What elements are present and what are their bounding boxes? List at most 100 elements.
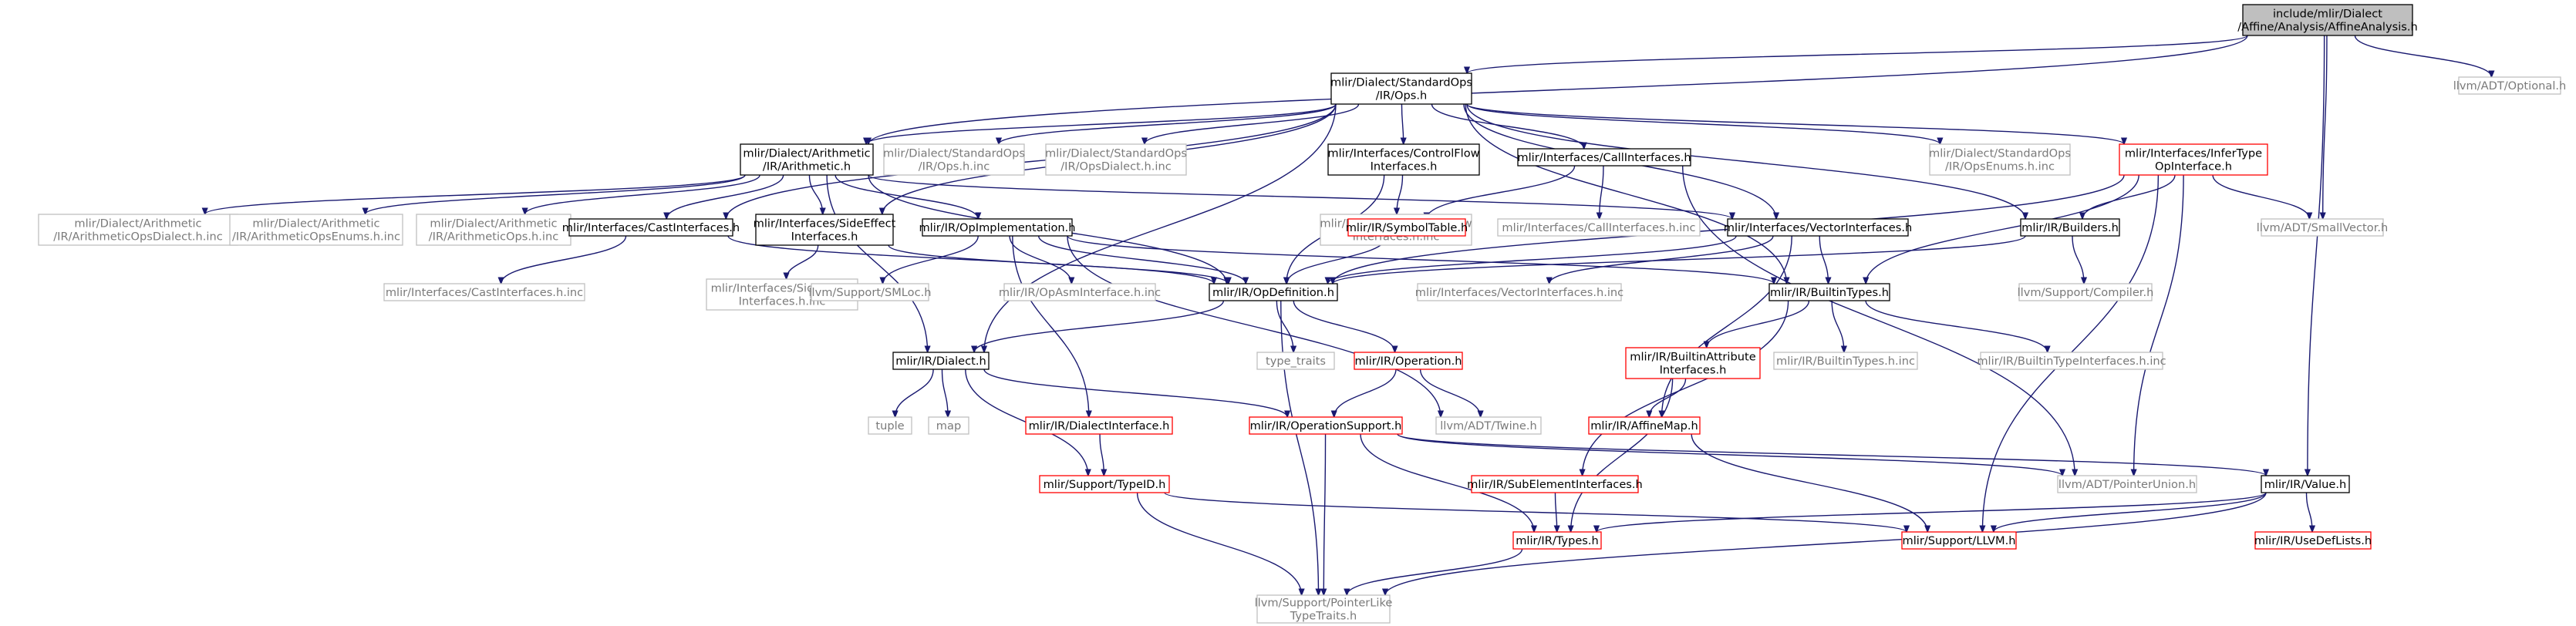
header-node-opdef[interactable]: mlir/IR/OpDefinition.h [1209, 283, 1338, 301]
header-node-callifaces[interactable]: mlir/Interfaces/CallInterfaces.h [1517, 148, 1691, 167]
node-box [1435, 416, 1542, 435]
include-edge [1397, 433, 2062, 476]
header-node-builtintypes[interactable]: mlir/IR/BuiltinTypes.h [1768, 283, 1890, 301]
node-label-line: mlir/Interfaces/CallInterfaces.h [1517, 151, 1691, 164]
header-nodes: include/mlir/Dialect/Affine/Analysis/Aff… [38, 4, 2566, 624]
node-box [1901, 531, 2017, 550]
header-node-std-opsenums-inc: mlir/Dialect/StandardOps/IR/OpsEnums.h.i… [1929, 143, 2071, 176]
node-label-line: mlir/IR/DialectInterface.h [1029, 419, 1170, 432]
include-edge [525, 174, 760, 214]
node-label-line: mlir/IR/UseDefLists.h [2254, 534, 2372, 547]
header-node-operation[interactable]: mlir/IR/Operation.h [1354, 352, 1463, 370]
header-node-optional: llvm/ADT/Optional.h [2453, 76, 2566, 95]
include-edge [895, 369, 934, 417]
include-edge [1707, 300, 1810, 348]
header-node-opimpl[interactable]: mlir/IR/OpImplementation.h [919, 218, 1076, 237]
include-edge [999, 103, 1337, 144]
node-box [1773, 352, 1918, 370]
include-edge [941, 369, 949, 417]
node-label-line: /IR/ArithmeticOpsDialect.h.inc [53, 231, 223, 244]
header-node-subelement[interactable]: mlir/IR/SubElementInterfaces.h [1467, 475, 1643, 493]
node-box [1929, 143, 2071, 176]
node-box [1727, 218, 1909, 237]
header-node-symboltable[interactable]: mlir/IR/SymbolTable.h [1346, 218, 1468, 237]
include-edge [1994, 492, 2267, 532]
include-edge [1682, 165, 2075, 476]
include-edge [1397, 174, 1404, 214]
header-node-usedeflists[interactable]: mlir/IR/UseDefLists.h [2254, 531, 2372, 550]
header-node-type-traits: type_traits [1256, 352, 1335, 370]
include-edge [1333, 235, 2026, 284]
node-label-line: mlir/IR/Operation.h [1354, 355, 1462, 368]
node-label-line: /IR/Arithmetic.h [763, 160, 851, 173]
header-node-llvm-h[interactable]: mlir/Support/LLVM.h [1901, 531, 2017, 550]
node-box [2242, 4, 2413, 36]
node-box [416, 214, 572, 246]
node-label-line: mlir/Support/TypeID.h [1044, 478, 1166, 491]
node-box [1417, 283, 1622, 301]
include-edge [1466, 103, 2025, 219]
header-node-arith[interactable]: mlir/Dialect/Arithmetic/IR/Arithmetic.h [740, 143, 874, 176]
node-label-line: Interfaces.h [1371, 160, 1438, 173]
include-edge [1466, 103, 1940, 145]
include-edge [1067, 235, 1774, 284]
include-edge [1136, 492, 1302, 595]
header-node-types[interactable]: mlir/IR/Types.h [1512, 531, 1602, 550]
header-node-dialectiface[interactable]: mlir/IR/DialectInterface.h [1025, 416, 1173, 435]
header-node-opasm-inc: mlir/IR/OpAsmInterface.h.inc [999, 283, 1161, 301]
node-label-line: mlir/Dialect/Arithmetic [74, 217, 201, 231]
node-label-line: mlir/IR/BuiltinAttribute [1630, 351, 1755, 364]
header-node-smallvector: llvm/ADT/SmallVector.h [2257, 218, 2389, 237]
include-edge [808, 174, 822, 214]
header-node-vectorifaces[interactable]: mlir/Interfaces/VectorInterfaces.h [1724, 218, 1912, 237]
node-label-line: /IR/OpsEnums.h.inc [1945, 160, 2055, 173]
header-node-std-ops-h-inc: mlir/Dialect/StandardOps/IR/Ops.h.inc [883, 143, 1025, 176]
include-edge [666, 174, 784, 219]
include-edge [1323, 433, 1325, 595]
node-label-line: mlir/Interfaces/CastInterfaces.h.inc [386, 286, 583, 299]
node-label-line: mlir/IR/Types.h [1516, 534, 1599, 547]
node-box [229, 214, 403, 246]
header-node-stdops[interactable]: mlir/Dialect/StandardOps/IR/Ops.h [1330, 72, 1472, 105]
include-edge [1600, 165, 1604, 219]
node-label-line: llvm/ADT/SmallVector.h [2257, 221, 2389, 234]
include-edge [1347, 548, 1523, 595]
header-node-std-opsdialect-inc: mlir/Dialect/StandardOps/IR/OpsDialect.h… [1045, 143, 1187, 176]
header-node-builders[interactable]: mlir/IR/Builders.h [2020, 218, 2120, 237]
include-edge [501, 235, 627, 284]
include-edge [866, 103, 1337, 145]
header-node-castifaces[interactable]: mlir/Interfaces/CastInterfaces.h [562, 218, 740, 237]
include-edge [2323, 35, 2328, 219]
node-label-line: llvm/ADT/PointerUnion.h [2058, 478, 2196, 491]
header-node-typeid[interactable]: mlir/Support/TypeID.h [1039, 475, 1170, 493]
include-edge [1067, 235, 1441, 417]
node-label-line: mlir/IR/OpDefinition.h [1212, 286, 1334, 299]
node-box [1045, 143, 1187, 176]
header-node-dialect[interactable]: mlir/IR/Dialect.h [892, 352, 990, 370]
include-edge [1401, 103, 1403, 144]
node-box [2458, 76, 2561, 95]
node-label-line: tuple [875, 419, 904, 432]
node-box [1625, 347, 1761, 379]
node-label-line: mlir/Dialect/StandardOps [883, 147, 1025, 160]
node-box [2057, 475, 2197, 493]
header-node-opsupport[interactable]: mlir/IR/OperationSupport.h [1249, 416, 1403, 435]
header-node-value[interactable]: mlir/IR/Value.h [2261, 475, 2350, 493]
node-box [811, 283, 929, 301]
header-node-affinemap[interactable]: mlir/IR/AffineMap.h [1588, 416, 1701, 435]
node-label-line: mlir/Interfaces/VectorInterfaces.h [1724, 221, 1912, 234]
node-box [1256, 352, 1335, 370]
include-edge [1549, 235, 1774, 284]
include-edge [1099, 433, 1104, 476]
include-edge [2308, 35, 2325, 476]
node-label-line: /IR/Ops.h.inc [919, 160, 990, 173]
node-box [1980, 352, 2163, 370]
node-box [1003, 283, 1156, 301]
include-edge [205, 174, 746, 215]
